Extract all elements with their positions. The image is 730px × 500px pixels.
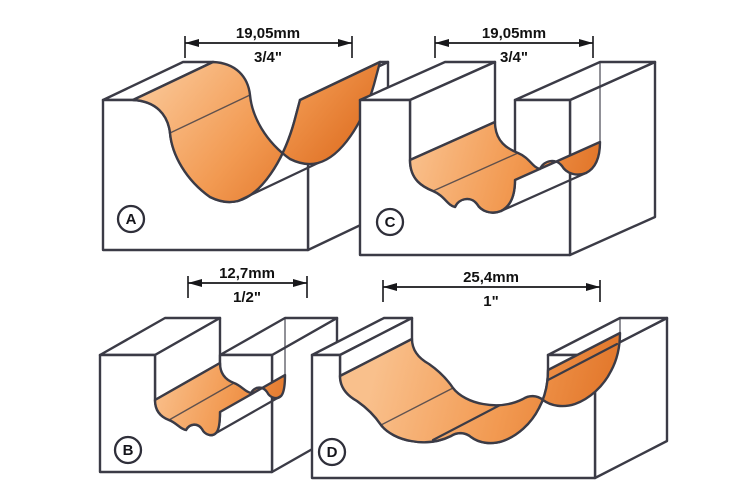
arrowhead-left-icon — [435, 39, 449, 47]
arrowhead-right-icon — [338, 39, 352, 47]
dimension-inch-label: 1/2" — [233, 289, 261, 306]
dimension-d: 25,4mm 1" — [382, 269, 601, 310]
label-circle — [116, 204, 146, 234]
block-c-cut-surface — [408, 120, 602, 214]
block-c-crease-line-upper — [432, 152, 519, 192]
dimension-mm-label: 19,05mm — [236, 25, 300, 42]
arrowhead-left-icon — [185, 39, 199, 47]
label-badge-c: C — [375, 207, 405, 237]
block-b-crease-line — [214, 394, 283, 435]
label-circle — [317, 437, 347, 467]
block-b-crease-line-upper — [168, 382, 235, 421]
label-badge-b: B — [113, 435, 143, 465]
block-c-crease-line — [499, 171, 588, 213]
dimension-mm-label: 19,05mm — [482, 25, 546, 42]
block-b-cut-surface — [153, 361, 287, 437]
dimension-inch-label: 3/4" — [254, 49, 282, 66]
label-badge-d: D — [317, 437, 347, 467]
router-bit-block-b: B — [98, 316, 339, 474]
arrowhead-left-icon — [188, 279, 202, 287]
block-d-crease-line-upper — [380, 387, 454, 426]
arrowhead-right-icon — [579, 39, 593, 47]
label-letter: A — [126, 211, 137, 228]
label-letter: D — [327, 444, 338, 461]
arrowhead-left-icon — [383, 283, 397, 291]
dimension-inch-label: 3/4" — [500, 49, 528, 66]
label-badge-a: A — [116, 204, 146, 234]
dimension-inch-label: 1" — [483, 293, 498, 310]
router-bit-block-c: C — [358, 60, 657, 257]
dimension-b: 12,7mm 1/2" — [187, 265, 308, 306]
arrowhead-right-icon — [293, 279, 307, 287]
dimension-c: 19,05mm 3/4" — [434, 25, 594, 66]
router-bit-block-d: D — [310, 316, 669, 480]
label-circle — [375, 207, 405, 237]
block-a-cut-surface — [131, 60, 382, 204]
dimension-a: 19,05mm 3/4" — [184, 25, 353, 66]
dimension-mm-label: 12,7mm — [219, 265, 275, 282]
label-circle — [113, 435, 143, 465]
label-letter: B — [123, 442, 134, 459]
arrowhead-right-icon — [586, 283, 600, 291]
block-a-crease-line-upper — [169, 94, 251, 134]
dimension-mm-label: 25,4mm — [463, 269, 519, 286]
router-bit-block-a: A — [101, 60, 390, 252]
block-a-crease-line — [236, 161, 320, 203]
label-letter: C — [385, 214, 396, 231]
block-d-cut-surface — [338, 331, 622, 445]
